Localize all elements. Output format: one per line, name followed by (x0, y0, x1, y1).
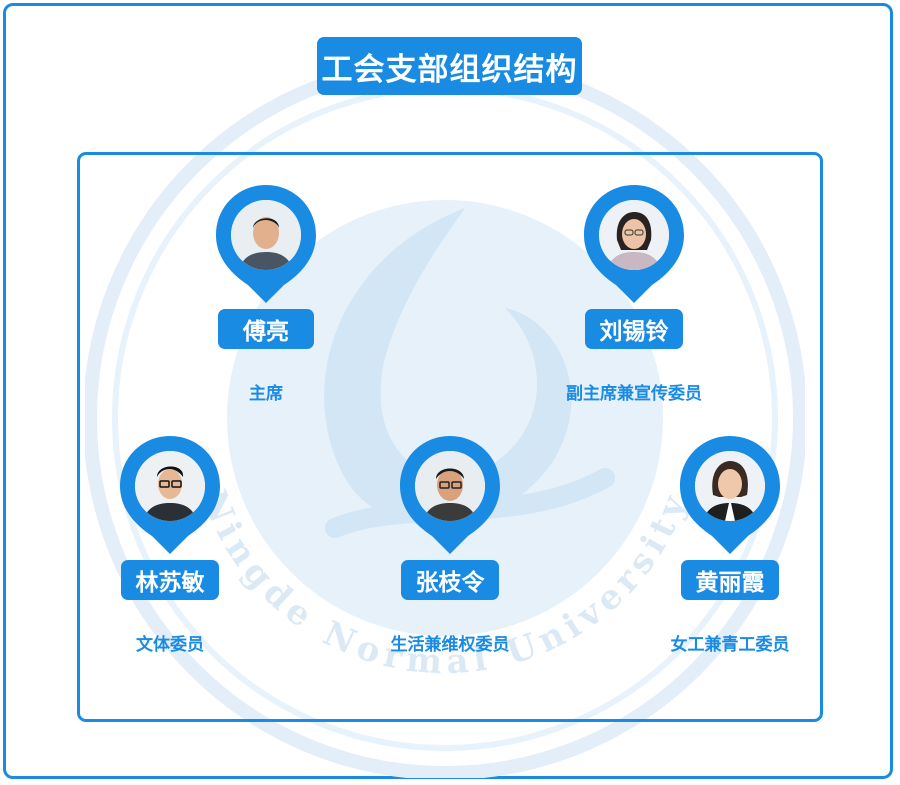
avatar (135, 451, 205, 521)
page-title: 工会支部组织结构 (317, 37, 582, 95)
avatar (695, 451, 765, 521)
member-role: 文体委员 (136, 635, 204, 655)
member-name: 黄丽霞 (681, 560, 779, 600)
avatar (231, 200, 301, 270)
woman-portrait-icon (599, 200, 669, 270)
woman-portrait-icon (695, 451, 765, 521)
member-name: 傅亮 (218, 309, 314, 349)
avatar (599, 200, 669, 270)
member-name: 刘锡铃 (585, 309, 683, 349)
member-role: 女工兼青工委员 (670, 635, 790, 655)
man-portrait-icon (135, 451, 205, 521)
member-name: 林苏敏 (121, 560, 219, 600)
avatar (415, 451, 485, 521)
member-role: 副主席兼宣传委员 (566, 384, 702, 404)
man-portrait-icon (415, 451, 485, 521)
org-chart-panel (77, 152, 823, 722)
member-name: 张枝令 (401, 560, 499, 600)
member-role: 生活兼维权委员 (390, 635, 510, 655)
man-portrait-icon (231, 200, 301, 270)
member-role: 主席 (249, 384, 283, 404)
